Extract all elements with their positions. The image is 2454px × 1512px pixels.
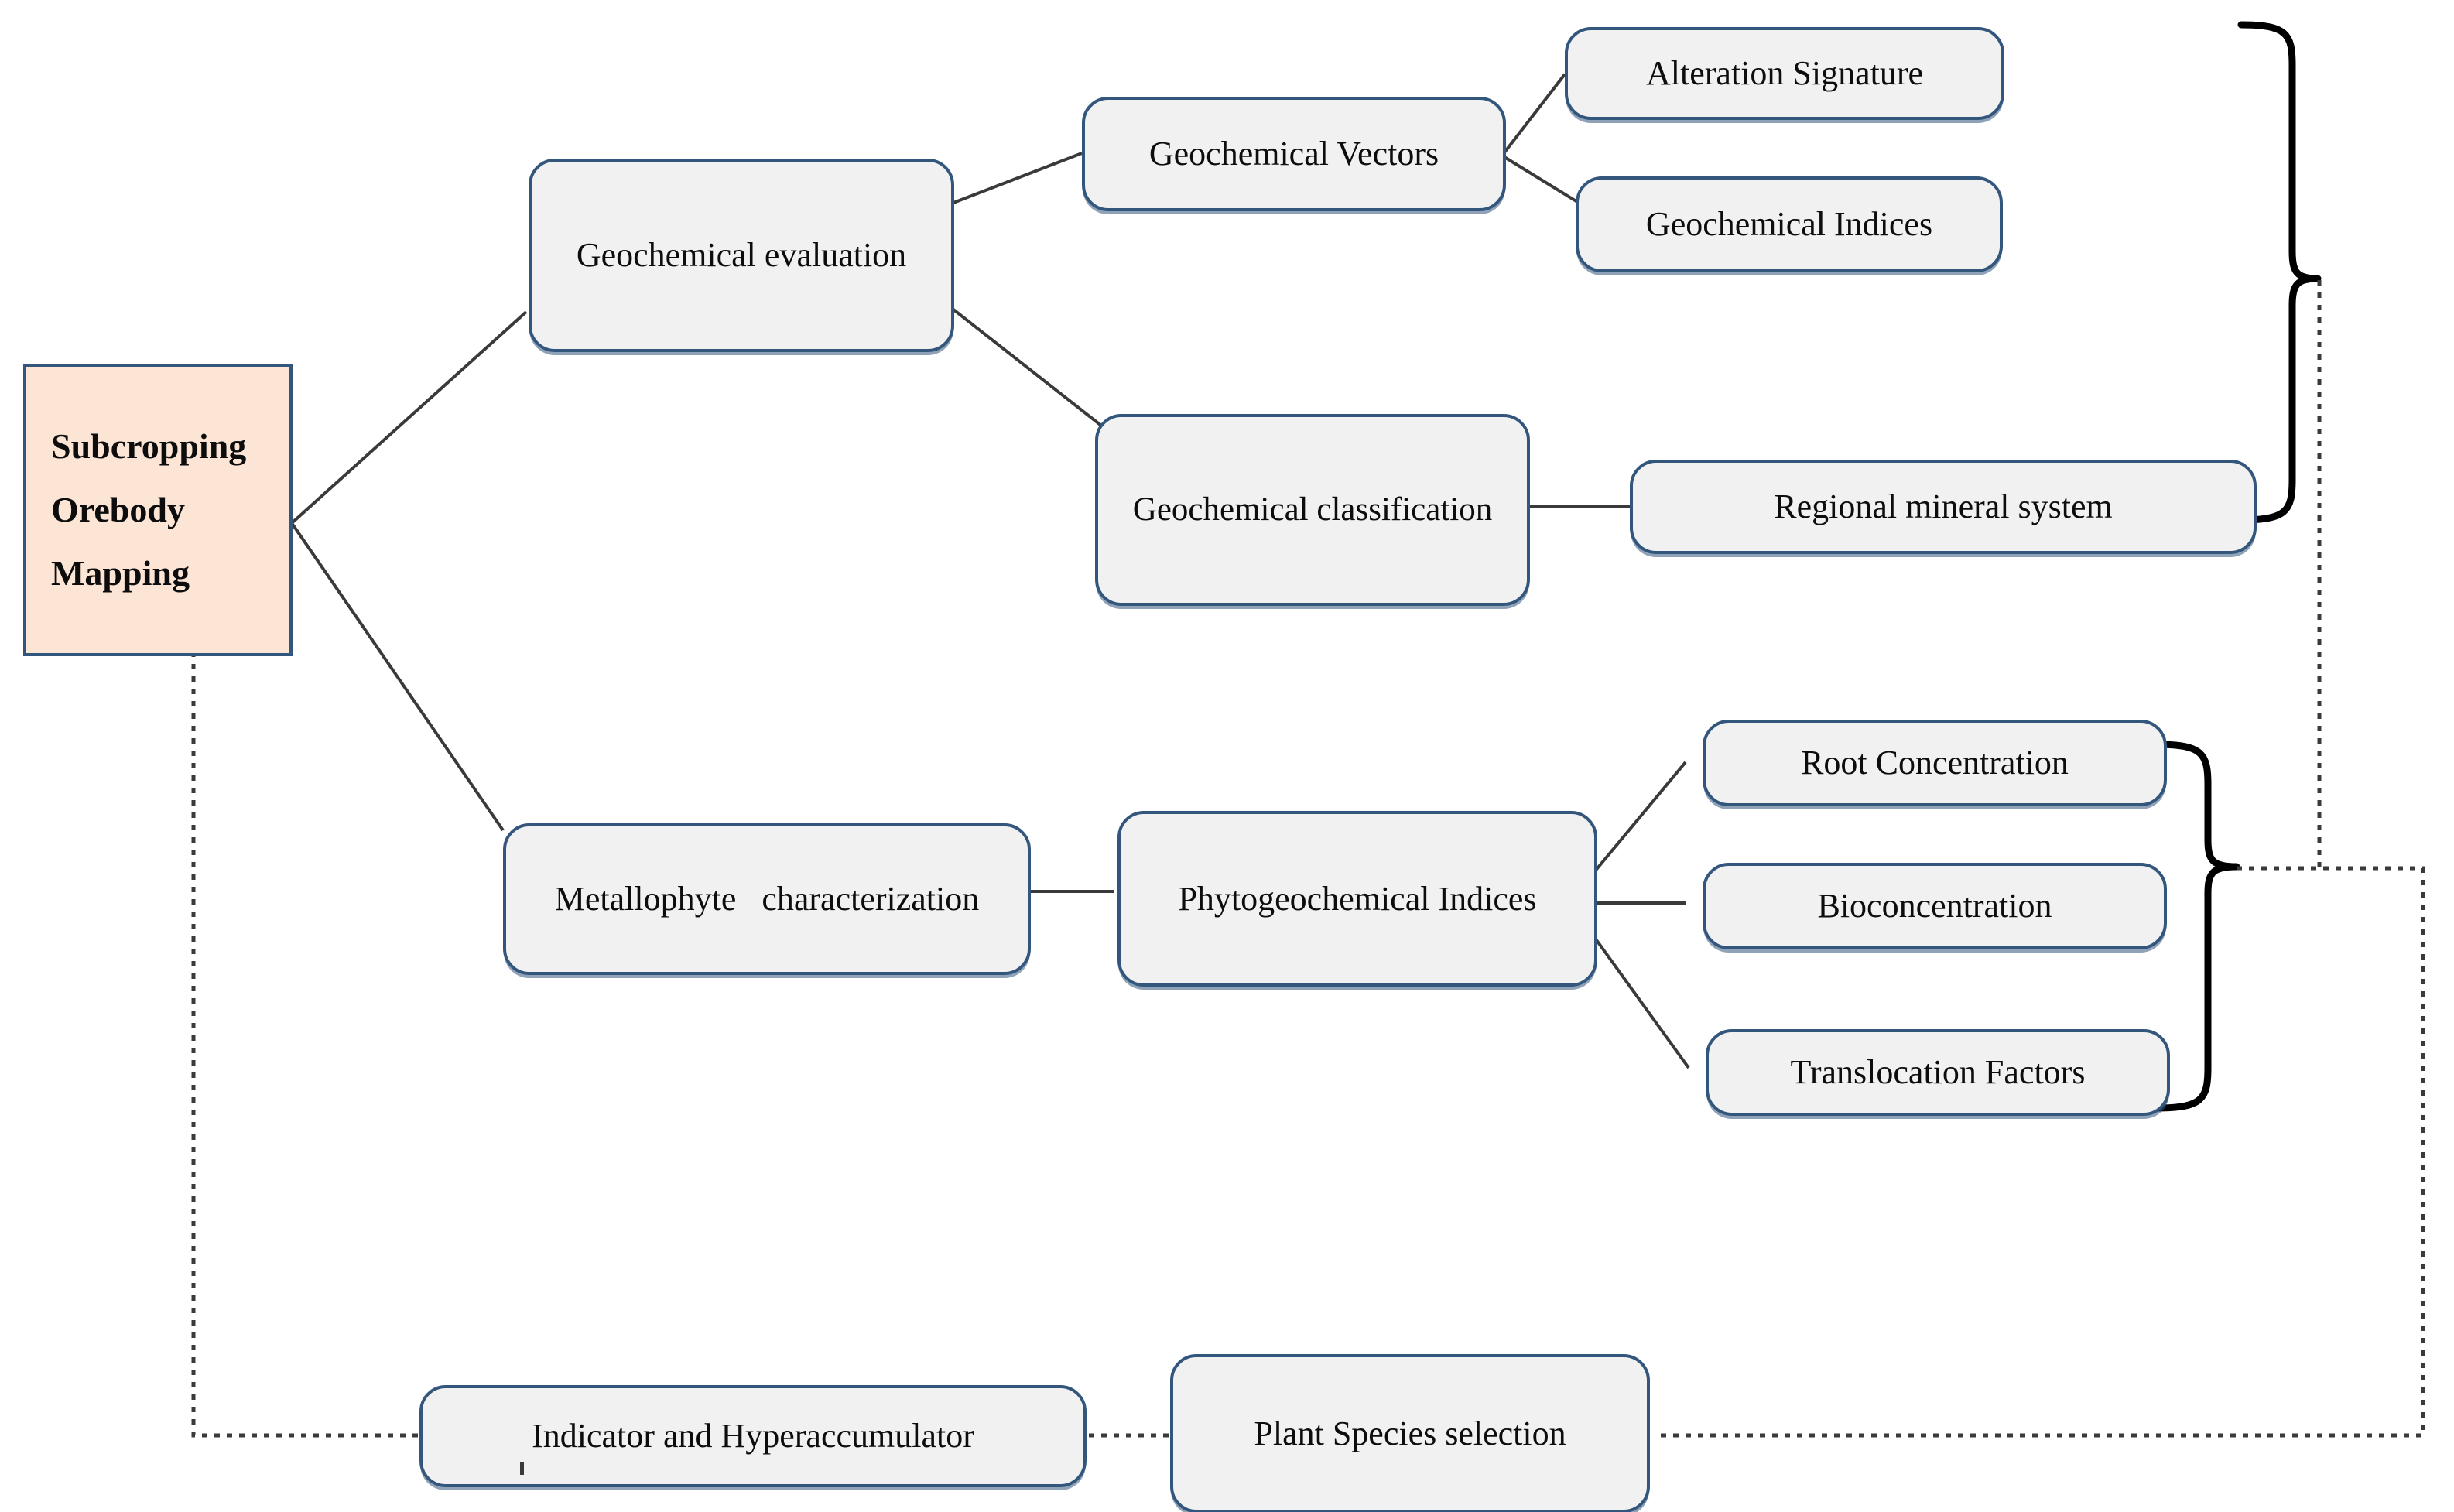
root-label-line-3: Mapping	[51, 553, 190, 594]
edge-root-to-metallophyte	[290, 522, 505, 832]
node-indicator-and-hyperaccumulator[interactable]: Indicator and Hyperaccumulator	[419, 1385, 1087, 1487]
edge-phyto-to-translocation	[1581, 919, 1690, 1069]
node-geochemical-classification[interactable]: Geochemical classification	[1095, 414, 1530, 606]
root-label-line-1: Subcropping	[51, 426, 247, 466]
node-phytogeochemical-indices[interactable]: Phytogeochemical Indices	[1117, 811, 1597, 987]
node-alteration-signature[interactable]: Alteration Signature	[1565, 27, 2004, 120]
node-metallophyte-characterization[interactable]: Metallophyte characterization	[503, 823, 1031, 975]
edge-vectors-to-alteration	[1503, 73, 1566, 154]
node-geochemical-vectors[interactable]: Geochemical Vectors	[1082, 97, 1506, 211]
edge-geoeval-to-vectors	[953, 152, 1083, 204]
edge-vectors-to-indices	[1503, 156, 1580, 204]
node-plant-species-selection[interactable]: Plant Species selection	[1170, 1354, 1650, 1512]
node-regional-mineral-system[interactable]: Regional mineral system	[1630, 460, 2257, 554]
node-subcropping-orebody-mapping[interactable]: Subcropping Orebody Mapping	[23, 364, 293, 656]
node-bioconcentration[interactable]: Bioconcentration	[1703, 863, 2167, 949]
edge-lower-brace-to-bottom	[1655, 866, 2425, 1438]
stray-mark	[520, 1462, 524, 1475]
node-geochemical-evaluation[interactable]: Geochemical evaluation	[529, 159, 954, 352]
root-label-line-2: Orebody	[51, 489, 185, 529]
edge-phyto-to-root-concentration	[1581, 761, 1687, 888]
edge-root-to-geochemical-evaluation	[290, 310, 528, 525]
upper-brace	[2237, 21, 2322, 524]
edge-indicator-to-root	[191, 656, 418, 1438]
node-root-concentration[interactable]: Root Concentration	[1703, 720, 2167, 806]
node-translocation-factors[interactable]: Translocation Factors	[1706, 1029, 2170, 1116]
edge-geoeval-to-classification	[952, 308, 1110, 433]
node-geochemical-indices[interactable]: Geochemical Indices	[1576, 176, 2003, 272]
